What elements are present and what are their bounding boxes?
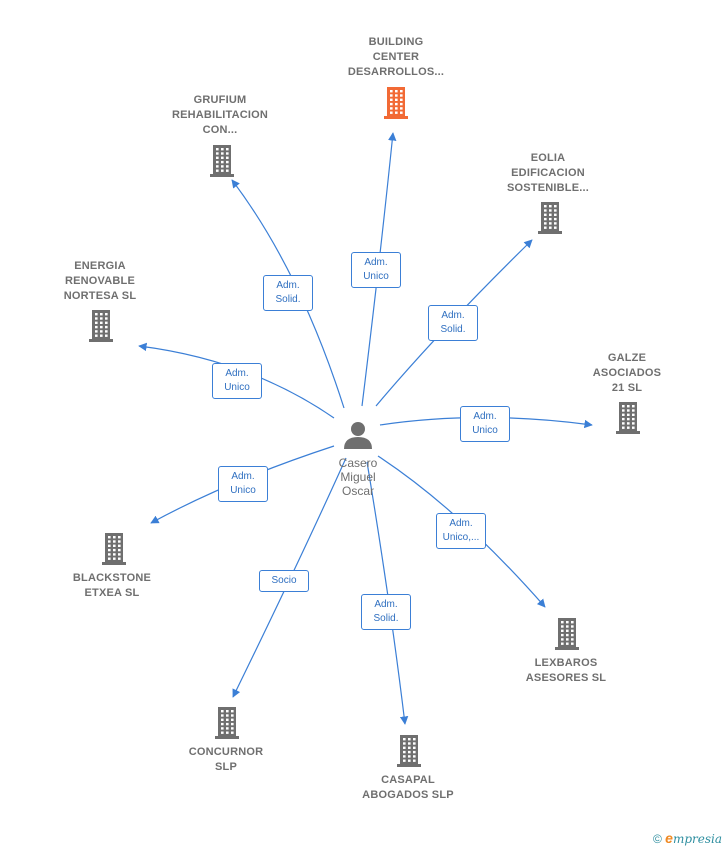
relation-badge-line: Adm. xyxy=(441,310,465,321)
building-icon-energia[interactable] xyxy=(89,310,113,342)
relation-badge-line: Socio xyxy=(271,575,297,586)
person-name-line: Casero xyxy=(338,456,378,470)
company-label-line: GRUFIUM xyxy=(193,94,247,106)
company-label-galze[interactable]: GALZE ASOCIADOS 21 SL xyxy=(552,351,702,396)
copyright-symbol: © xyxy=(652,832,662,846)
relation-badge-line: Unico xyxy=(472,425,498,436)
building-icon-grufium[interactable] xyxy=(210,145,234,177)
company-label-line: REHABILITACION xyxy=(171,109,269,121)
relation-badge-line: Unico xyxy=(363,271,389,282)
relation-badge-energia[interactable]: Adm. Unico xyxy=(212,363,262,399)
company-label-line: GALZE xyxy=(607,352,647,364)
company-label-line: EDIFICACION xyxy=(511,167,585,179)
relation-badge-line: Unico,... xyxy=(442,532,480,543)
company-label-line: BUILDING xyxy=(368,36,424,48)
footer-brand: © empresia xyxy=(653,830,722,846)
brand-logo-text: mpresia xyxy=(672,832,722,846)
edge-to-concurnor xyxy=(232,457,347,698)
relation-badge-line: Adm. xyxy=(374,599,398,610)
company-label-concurnor[interactable]: CONCURNOR SLP xyxy=(151,745,301,775)
company-label-line: NORTESA SL xyxy=(63,290,137,302)
brand-logo-initial: e xyxy=(665,830,673,846)
company-label-grufium[interactable]: GRUFIUM REHABILITACION CON... xyxy=(145,93,295,138)
building-icon-building[interactable] xyxy=(384,87,408,119)
company-label-energia[interactable]: ENERGIA RENOVABLE NORTESA SL xyxy=(25,259,175,304)
building-icon-galze[interactable] xyxy=(616,402,640,434)
relation-badge-line: Adm. xyxy=(231,471,255,482)
person-icon[interactable] xyxy=(344,422,372,449)
relation-badge-line: Unico xyxy=(224,382,250,393)
company-label-blackstone[interactable]: BLACKSTONE ETXEA SL xyxy=(37,571,187,601)
company-label-line: LEXBAROS xyxy=(534,657,598,669)
company-label-line: ETXEA SL xyxy=(84,587,140,599)
relation-badge-blackstone[interactable]: Adm. Unico xyxy=(218,466,268,502)
company-label-line: RENOVABLE xyxy=(64,275,136,287)
relation-badge-eolia[interactable]: Adm. Solid. xyxy=(428,305,478,341)
relation-badge-galze[interactable]: Adm. Unico xyxy=(460,406,510,442)
relation-badge-grufium[interactable]: Adm. Solid. xyxy=(263,275,313,311)
person-name-line: Oscar xyxy=(341,484,374,498)
building-icon-lexbaros[interactable] xyxy=(555,618,579,650)
company-label-line: CASAPAL xyxy=(381,774,435,786)
relation-badge-line: Adm. xyxy=(449,518,473,529)
relation-badge-building[interactable]: Adm. Unico xyxy=(351,252,401,288)
company-label-line: SOSTENIBLE... xyxy=(506,182,590,194)
relation-badge-casapal[interactable]: Adm. Solid. xyxy=(361,594,411,630)
company-label-line: 21 SL xyxy=(611,382,643,394)
relation-badge-line: Solid. xyxy=(275,294,301,305)
relation-badge-line: Unico xyxy=(230,485,256,496)
company-label-building[interactable]: BUILDING CENTER DESARROLLOS... xyxy=(321,35,471,80)
relation-badge-line: Solid. xyxy=(373,613,399,624)
company-label-eolia[interactable]: EOLIA EDIFICACION SOSTENIBLE... xyxy=(473,151,623,196)
building-icon-concurnor[interactable] xyxy=(215,707,239,739)
relation-badge-line: Adm. xyxy=(276,280,300,291)
company-label-line: BLACKSTONE xyxy=(72,572,152,584)
company-label-casapal[interactable]: CASAPAL ABOGADOS SLP xyxy=(333,773,483,803)
building-icon-eolia[interactable] xyxy=(538,202,562,234)
company-label-line: ENERGIA xyxy=(74,260,126,272)
company-label-line: DESARROLLOS... xyxy=(347,66,445,78)
building-icon-blackstone[interactable] xyxy=(102,533,126,565)
relation-badge-line: Adm. xyxy=(225,368,249,379)
person-name-line: Miguel xyxy=(340,470,376,484)
company-label-line: ASOCIADOS xyxy=(592,367,662,379)
edge-to-casapal xyxy=(366,461,409,725)
relation-badge-line: Adm. xyxy=(473,411,497,422)
company-label-line: CENTER xyxy=(372,51,420,63)
relation-badge-line: Solid. xyxy=(440,324,466,335)
company-label-line: CONCURNOR xyxy=(188,746,264,758)
company-label-line: ASESORES SL xyxy=(525,672,607,684)
company-label-lexbaros[interactable]: LEXBAROS ASESORES SL xyxy=(491,656,641,686)
company-label-line: EOLIA xyxy=(530,152,566,164)
relation-badge-lexbaros[interactable]: Adm. Unico,... xyxy=(436,513,486,549)
building-icon-casapal[interactable] xyxy=(397,735,421,767)
relation-badge-concurnor[interactable]: Socio xyxy=(259,570,309,592)
company-label-line: CON... xyxy=(202,124,238,136)
relation-badge-line: Adm. xyxy=(364,257,388,268)
company-label-line: SLP xyxy=(215,761,237,773)
company-label-line: ABOGADOS SLP xyxy=(362,789,454,801)
